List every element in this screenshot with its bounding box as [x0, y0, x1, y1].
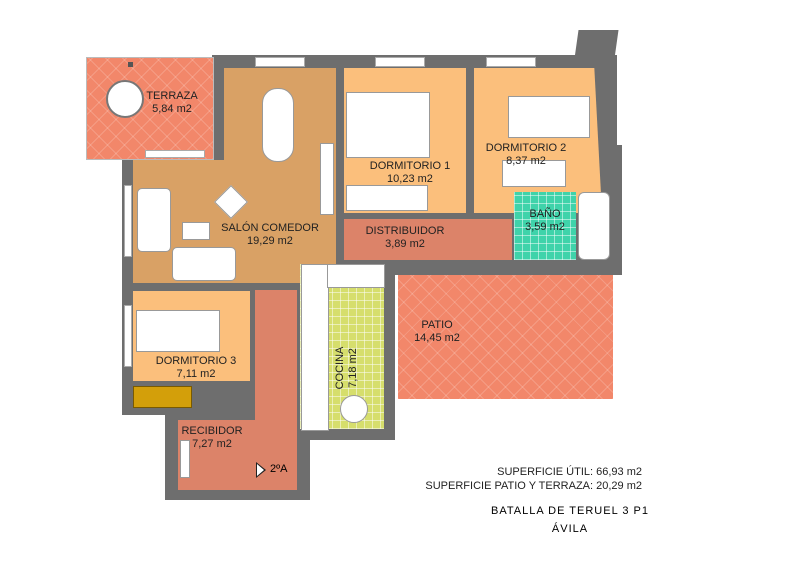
dining-table-icon	[262, 88, 294, 162]
room-name: DISTRIBUIDOR	[365, 225, 445, 237]
room-area: 3,59 m2	[525, 221, 565, 233]
room-area: 10,23 m2	[387, 173, 433, 185]
room-area: 3,89 m2	[385, 238, 425, 250]
cabinet-icon	[320, 143, 334, 215]
patio-terrace-area: SUPERFICIE PATIO Y TERRAZA: 20,29 m2	[425, 480, 642, 492]
room-name: SALÓN COMEDOR	[221, 222, 319, 234]
room-area: 14,45 m2	[414, 332, 460, 344]
window	[124, 185, 132, 257]
entrance-label: 2ºA	[270, 463, 288, 475]
room-name: DORMITORIO 3	[155, 355, 237, 367]
area-summary: SUPERFICIE ÚTIL: 66,93 m2 SUPERFICIE PAT…	[425, 465, 642, 493]
bed-icon	[508, 96, 590, 138]
wardrobe	[133, 386, 192, 408]
sofa-icon	[172, 247, 236, 281]
room-area: 19,29 m2	[247, 235, 293, 247]
wardrobe-icon	[346, 185, 428, 211]
address-city: ÁVILA	[551, 523, 589, 535]
room-bano	[514, 192, 576, 260]
room-name: DORMITORIO 1	[369, 160, 451, 172]
entrance-arrow-icon	[257, 464, 264, 476]
bed-icon	[346, 92, 430, 158]
window	[375, 57, 425, 67]
useful-area: SUPERFICIE ÚTIL: 66,93 m2	[497, 466, 642, 478]
room-dormitorio-2	[474, 68, 602, 213]
address: BATALLA DE TERUEL 3 P1 ÁVILA	[480, 502, 660, 538]
window	[486, 57, 536, 67]
countertop-icon	[327, 264, 385, 288]
room-area: 7,18 m2	[347, 348, 359, 388]
shelf-icon	[180, 440, 190, 478]
coffee-table-icon	[182, 222, 210, 240]
sofa-icon	[137, 188, 171, 252]
room-name: BAÑO	[529, 208, 561, 220]
window	[145, 150, 205, 158]
table-icon	[340, 395, 368, 423]
address-street: BATALLA DE TERUEL 3 P1	[491, 505, 649, 517]
room-name: DORMITORIO 2	[485, 142, 567, 154]
room-area: 8,37 m2	[506, 155, 546, 167]
window	[255, 57, 305, 67]
room-recibidor	[178, 420, 258, 490]
room-name: RECIBIDOR	[181, 425, 243, 437]
countertop-icon	[301, 264, 329, 431]
post-icon	[128, 62, 133, 67]
room-area: 7,27 m2	[192, 438, 232, 450]
room-area: 7,11 m2	[176, 368, 216, 380]
room-area: 5,84 m2	[152, 103, 192, 115]
window	[124, 305, 132, 367]
room-name: COCINA	[334, 346, 346, 390]
room-name: TERRAZA	[146, 90, 198, 102]
table-icon	[106, 80, 144, 118]
room-name: PATIO	[421, 319, 453, 331]
room-recibidor	[255, 290, 297, 490]
wardrobe-icon	[502, 160, 566, 187]
bed-icon	[136, 310, 220, 352]
room-distribuidor	[344, 219, 512, 260]
room-patio	[398, 275, 613, 399]
bathtub-icon	[578, 192, 610, 260]
